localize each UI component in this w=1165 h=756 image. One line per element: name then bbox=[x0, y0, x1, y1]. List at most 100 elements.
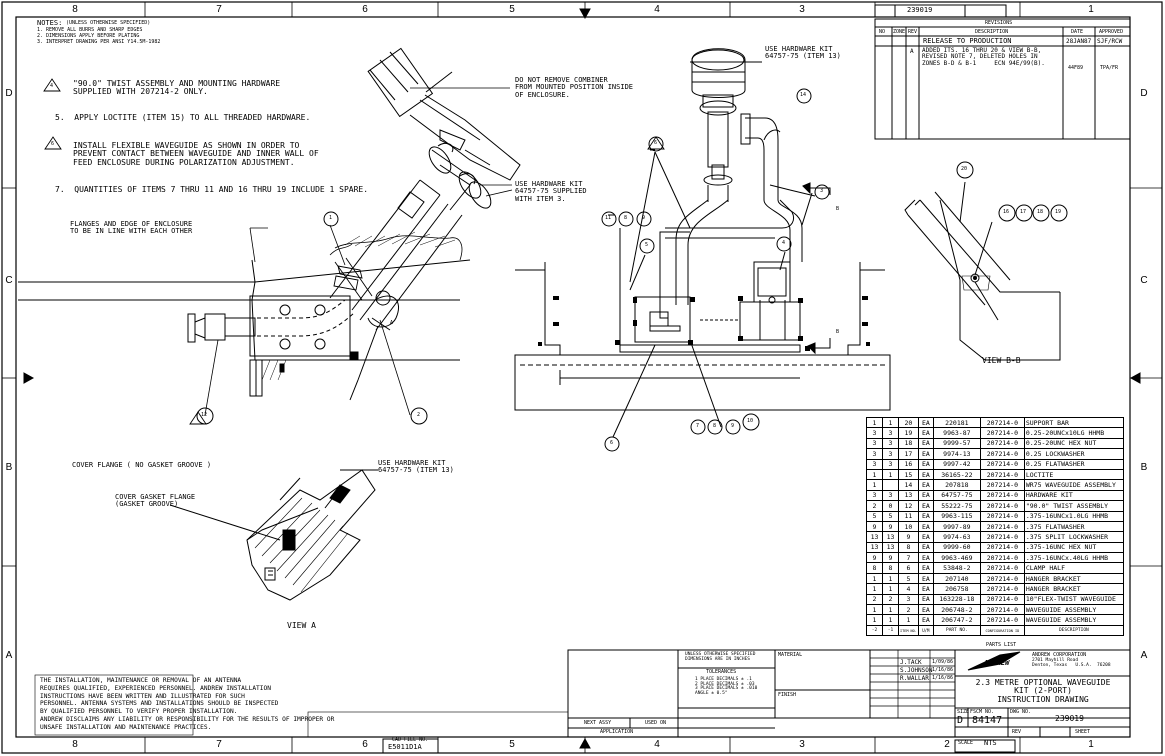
part-no-cell: 64757-75 bbox=[932, 489, 981, 502]
qty-dash2-cell: 13 bbox=[866, 531, 883, 543]
balloon-5: 5 bbox=[645, 242, 649, 248]
parts-col-item: ITEM NO. bbox=[898, 624, 919, 637]
qty-dash2-cell: 2 bbox=[866, 593, 883, 606]
unit-cell: EA bbox=[917, 458, 934, 470]
part-no-cell: 9997-89 bbox=[932, 520, 981, 533]
zone-right-b: B bbox=[1140, 462, 1148, 473]
unit-cell: EA bbox=[917, 531, 934, 543]
material-label: MATERIAL bbox=[778, 652, 803, 658]
qty-dash2-cell: 13 bbox=[866, 541, 883, 554]
description-cell: HANGER BRACKET bbox=[1023, 583, 1124, 595]
unit-cell: EA bbox=[917, 614, 934, 626]
config-id-cell: 207214-0 bbox=[979, 583, 1025, 595]
qty-dash2-cell: 1 bbox=[866, 572, 883, 585]
description-cell: .375-16UNCx1.0LG HHMB bbox=[1023, 510, 1124, 522]
drawing-title: 2.3 METRE OPTIONAL WAVEGUIDE KIT (2-PORT… bbox=[975, 678, 1111, 704]
balloon-16: 16 bbox=[1003, 209, 1010, 215]
part-no-cell: 9963-115 bbox=[932, 510, 981, 522]
description-cell: 0.25 FLATWASHER bbox=[1023, 458, 1124, 470]
balloon-18: 18 bbox=[1037, 209, 1044, 215]
company-address: 2701 Mayhill Road Denton, Texas U.S.A. 7… bbox=[1032, 658, 1111, 668]
config-id-cell: 207214-0 bbox=[979, 437, 1025, 450]
zone-bottom-5: 5 bbox=[509, 739, 515, 750]
zone-bottom-7: 7 bbox=[216, 739, 222, 750]
parts-col-dash1: -1 bbox=[882, 624, 899, 637]
zone-left-d: D bbox=[5, 88, 13, 99]
callout-hardware-kit-view-a: USE HARDWARE KIT 64757-75 (ITEM 13) bbox=[378, 459, 454, 475]
qty-dash2-cell: 1 bbox=[866, 416, 883, 429]
rev-row-2-date: 44F89 bbox=[1068, 65, 1084, 71]
note-std-2: 2. DIMENSIONS APPLY BEFORE PLATING bbox=[37, 33, 140, 39]
unit-cell: EA bbox=[917, 500, 934, 512]
config-id-cell: 207214-0 bbox=[979, 562, 1025, 574]
item-no-cell: 17 bbox=[898, 448, 919, 460]
item-no-cell: 11 bbox=[898, 510, 919, 522]
part-no-cell: 207818 bbox=[932, 479, 981, 491]
balloon-11: 11 bbox=[605, 215, 612, 221]
rev-col-date: DATE bbox=[1071, 29, 1084, 35]
dwg-no-label: DWG NO. bbox=[1010, 709, 1032, 715]
qty-dash1-cell: 0 bbox=[882, 500, 899, 512]
part-no-cell: 9999-60 bbox=[932, 541, 981, 554]
balloon-12: 12 bbox=[201, 412, 208, 418]
sheet-label: SHEET bbox=[1075, 729, 1091, 735]
part-no-cell: 220181 bbox=[932, 416, 981, 429]
rev-col-description: DESCRIPTION bbox=[975, 29, 1009, 35]
qty-dash2-cell: 9 bbox=[866, 552, 883, 564]
balloon-4: 4 bbox=[782, 240, 786, 246]
description-cell: HARDWARE KIT bbox=[1023, 489, 1124, 502]
qty-dash1-cell bbox=[882, 479, 899, 491]
description-cell: WAVEGUIDE ASSEMBLY bbox=[1023, 614, 1124, 626]
qty-dash2-cell: 1 bbox=[866, 614, 883, 626]
tolerances-header: UNLESS OTHERWISE SPECIFIED DIMENSIONS AR… bbox=[685, 652, 756, 662]
parts-list-header-row: -2 -1 ITEM NO. U/M PART NO. CONFIGURATIO… bbox=[866, 624, 1124, 637]
description-cell: .375 FLATWASHER bbox=[1023, 520, 1124, 533]
unit-cell: EA bbox=[917, 562, 934, 574]
balloon-9-top: 9 bbox=[642, 215, 646, 221]
part-no-cell: 163228-18 bbox=[932, 593, 981, 606]
unit-cell: EA bbox=[917, 479, 934, 491]
item-no-cell: 18 bbox=[898, 437, 919, 450]
unit-cell: EA bbox=[917, 583, 934, 595]
qty-dash2-cell: 1 bbox=[866, 583, 883, 595]
note-4-number: 4 bbox=[50, 83, 54, 89]
unit-cell: EA bbox=[917, 510, 934, 522]
tolerances-values: 1 PLACE DECIMALS ± .1 2 PLACE DECIMALS ±… bbox=[695, 677, 758, 697]
item-no-cell: 3 bbox=[898, 593, 919, 606]
qty-dash2-cell: 3 bbox=[866, 427, 883, 439]
description-cell: LOCTITE bbox=[1023, 468, 1124, 481]
item-no-cell: 12 bbox=[898, 500, 919, 512]
callout-flanges: FLANGES AND EDGE OF ENCLOSURE TO BE IN L… bbox=[70, 220, 193, 236]
config-id-cell: 207214-0 bbox=[979, 572, 1025, 585]
item-no-cell: 19 bbox=[898, 427, 919, 439]
qty-dash2-cell: 3 bbox=[866, 448, 883, 460]
unit-cell: EA bbox=[917, 416, 934, 429]
next-assy-label: NEXT ASSY bbox=[584, 720, 612, 726]
zone-right-c: C bbox=[1140, 275, 1148, 286]
rev-label: REV bbox=[1012, 729, 1022, 735]
zone-bottom-4: 4 bbox=[654, 739, 660, 750]
fscm-label: FSCM NO. bbox=[970, 709, 995, 715]
zone-top-6: 6 bbox=[362, 4, 368, 15]
description-cell: 0.25-20UNC HEX NUT bbox=[1023, 437, 1124, 450]
description-cell: WR75 WAVEGUIDE ASSEMBLY bbox=[1023, 479, 1124, 491]
scale-value: NTS bbox=[984, 739, 997, 747]
unit-cell: EA bbox=[917, 437, 934, 450]
balloon-8-top: 8 bbox=[624, 215, 628, 221]
parts-col-um: U/M bbox=[917, 624, 934, 637]
scale-label: SCALE bbox=[958, 740, 974, 746]
callout-combiner: DO NOT REMOVE COMBINER FROM MOUNTED POSI… bbox=[515, 76, 634, 99]
qty-dash1-cell: 1 bbox=[882, 614, 899, 626]
signature-dates: 1/09/86 1/16/86 1/16/86 bbox=[932, 659, 954, 681]
item-no-cell: 4 bbox=[898, 583, 919, 595]
part-no-cell: 206747-2 bbox=[932, 614, 981, 626]
item-no-cell: 20 bbox=[898, 416, 919, 429]
qty-dash1-cell: 1 bbox=[882, 604, 899, 616]
qty-dash1-cell: 2 bbox=[882, 593, 899, 606]
